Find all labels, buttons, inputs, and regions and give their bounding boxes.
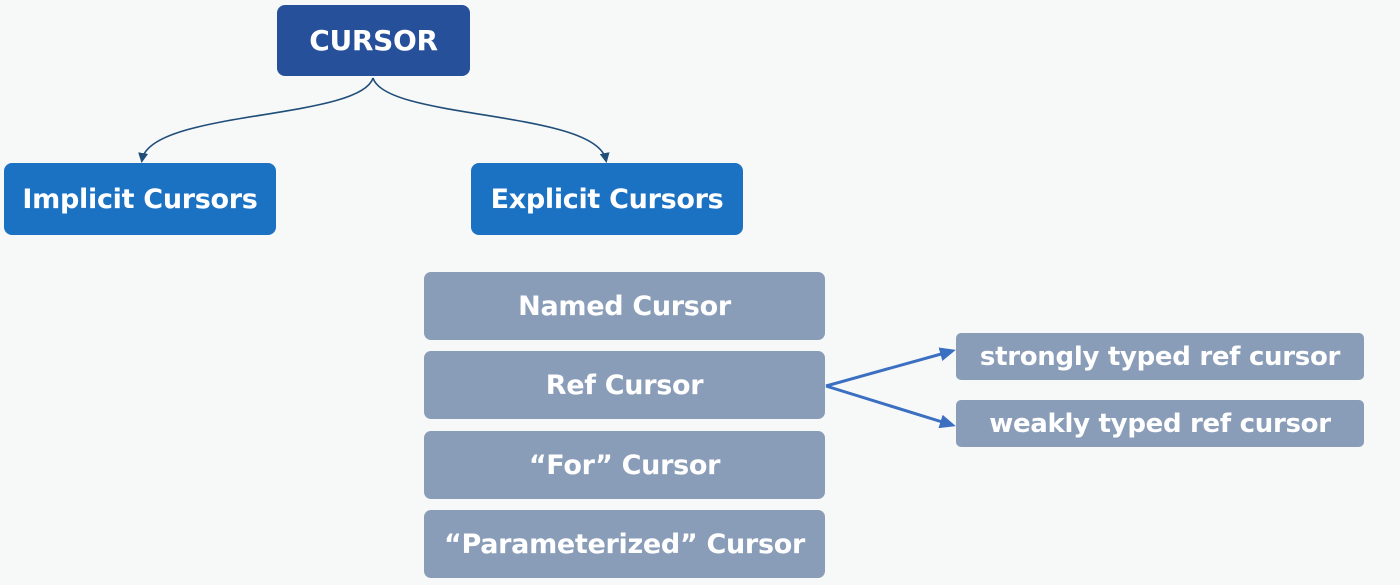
node-ref-label: Ref Cursor	[545, 369, 704, 401]
node-weakly-typed-label: weakly typed ref cursor	[989, 408, 1331, 439]
node-for-cursor: “For” Cursor	[424, 431, 825, 499]
arrow-ref-to-weak	[825, 384, 956, 429]
node-for-label: “For” Cursor	[528, 449, 721, 481]
node-parameterized-label: “Parameterized” Cursor	[444, 528, 805, 560]
node-named-label: Named Cursor	[518, 290, 731, 322]
node-named-cursor: Named Cursor	[424, 272, 825, 340]
node-explicit-label: Explicit Cursors	[490, 183, 724, 215]
node-explicit-cursors: Explicit Cursors	[471, 163, 743, 235]
node-strongly-typed-label: strongly typed ref cursor	[979, 341, 1341, 372]
node-ref-cursor: Ref Cursor	[424, 351, 825, 419]
node-weakly-typed-ref-cursor: weakly typed ref cursor	[956, 400, 1364, 447]
connector-root-to-implicit	[138, 77, 374, 163]
node-parameterized-cursor: “Parameterized” Cursor	[424, 510, 825, 578]
node-strongly-typed-ref-cursor: strongly typed ref cursor	[956, 333, 1364, 380]
root-node-label: CURSOR	[309, 24, 438, 57]
node-implicit-cursors: Implicit Cursors	[4, 163, 276, 235]
node-implicit-label: Implicit Cursors	[22, 183, 258, 215]
root-node-cursor: CURSOR	[277, 5, 470, 76]
connector-root-to-explicit	[372, 77, 610, 163]
arrow-ref-to-strong	[825, 347, 956, 388]
